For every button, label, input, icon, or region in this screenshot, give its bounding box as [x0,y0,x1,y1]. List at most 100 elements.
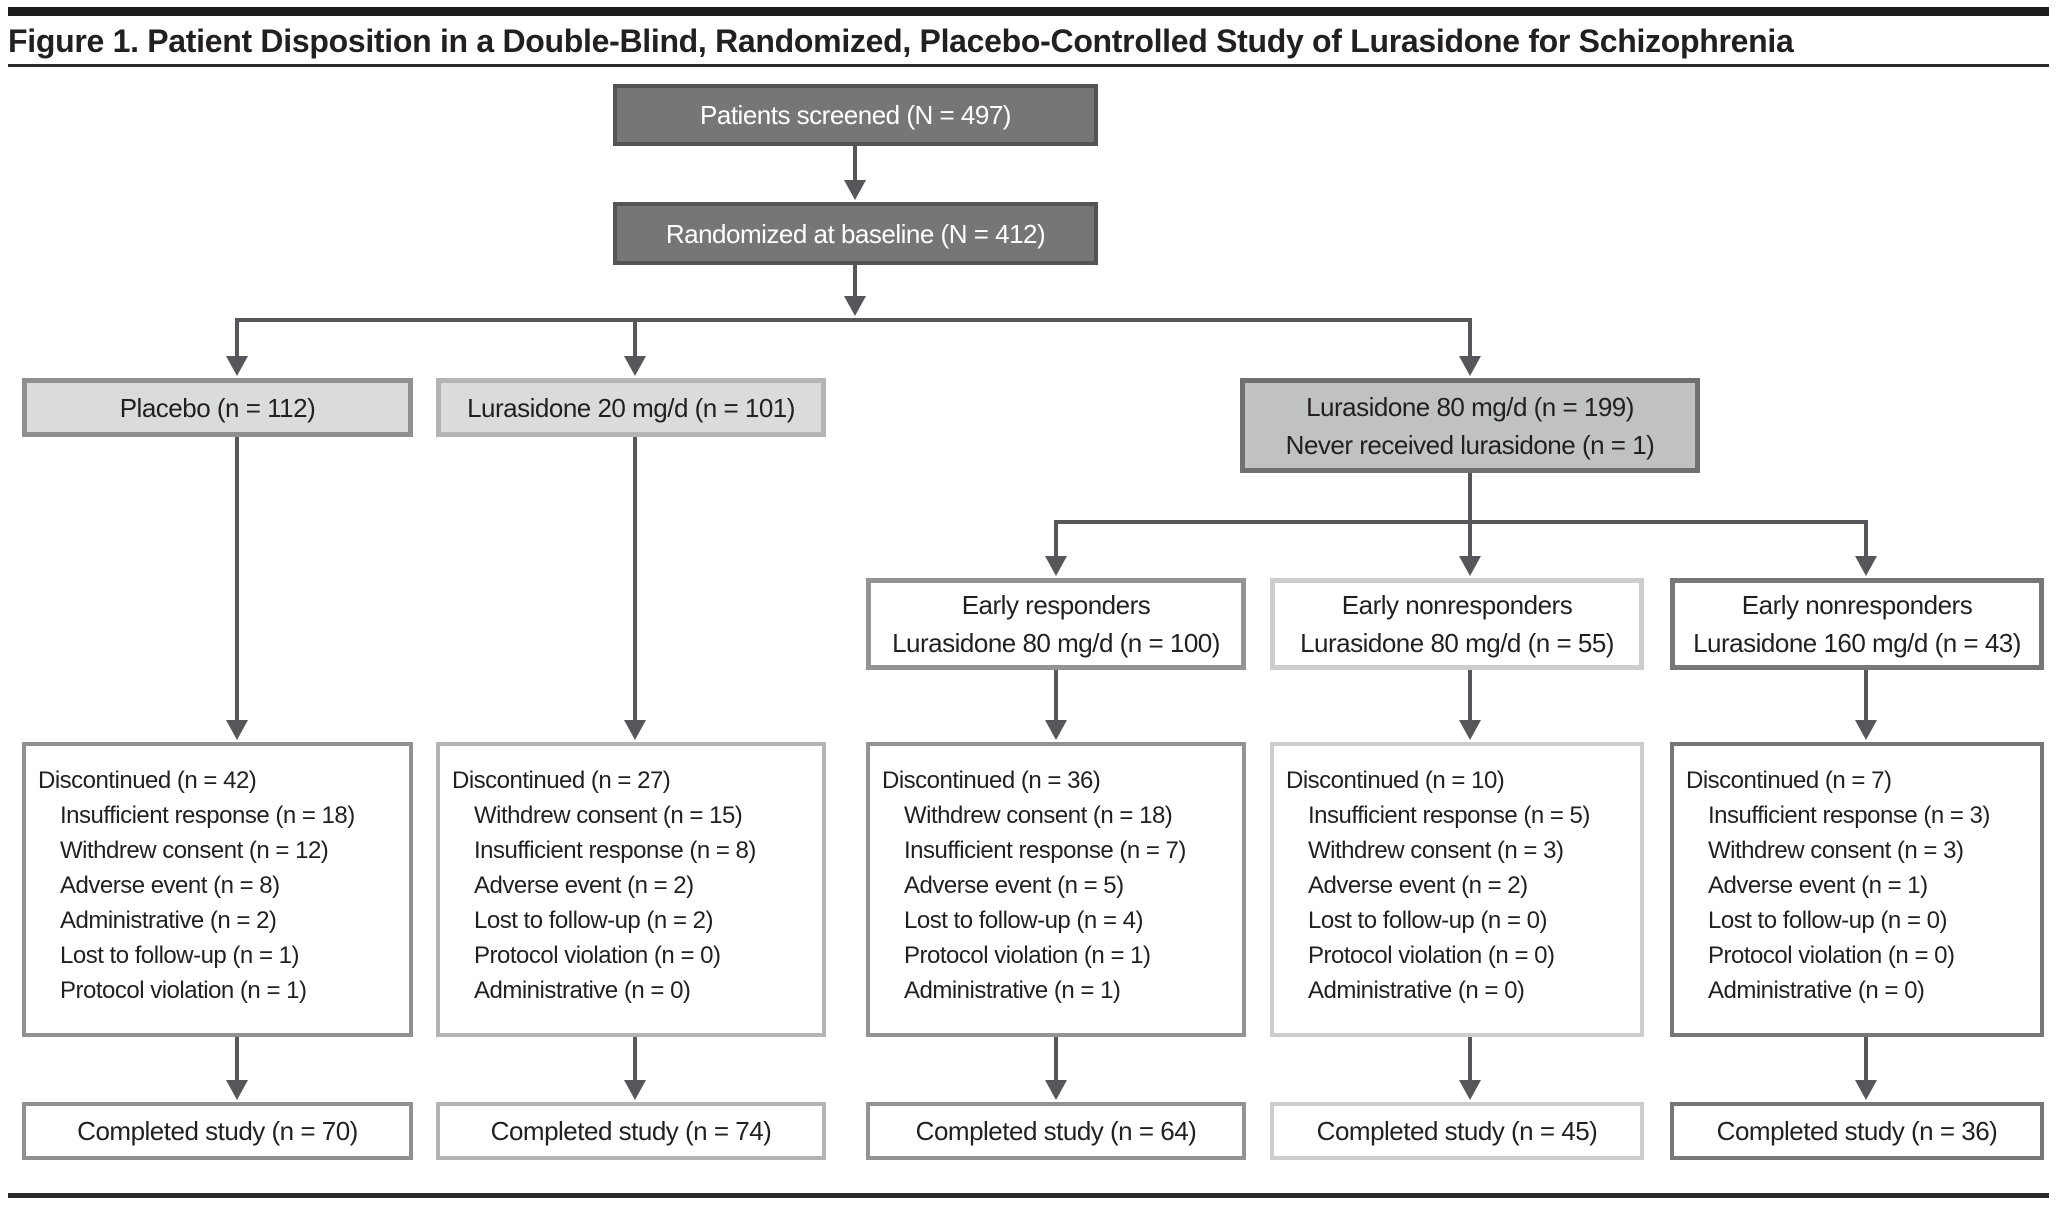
connector-randomized-to-branch [853,265,857,296]
arm-lurasidone-80-line1: Lurasidone 80 mg/d (n = 199) [1306,391,1634,422]
box-randomized: Randomized at baseline (N = 412) [613,202,1098,265]
discontinued-4-item: Protocol violation (n = 0) [1308,942,1555,969]
discontinued-4-item: Withdrew consent (n = 3) [1308,837,1564,864]
figure-title: Figure 1. Patient Disposition in a Doubl… [8,23,1794,59]
connector-screened-to-randomized [853,146,857,180]
top-bar [8,7,2049,16]
discontinued-5-item: Adverse event (n = 1) [1708,872,1928,899]
discontinued-2-item: Withdrew consent (n = 15) [474,802,743,829]
box-discontinued-early-nonresponders-80: Discontinued (n = 10) Insufficient respo… [1270,742,1644,1037]
subgroup-3-line1: Early nonresponders [1741,590,1973,620]
branch-line-subgroups [1054,520,1868,524]
arrowhead-randomized-to-branch [844,296,866,316]
arrowhead-subgroup3-to-discontinued [1855,720,1877,740]
connector-discontinued1-to-completed [235,1037,239,1080]
box-completed-placebo: Completed study (n = 70) [22,1102,413,1160]
discontinued-1-item: Adverse event (n = 8) [60,872,280,899]
discontinued-4-item: Adverse event (n = 2) [1308,872,1528,899]
box-patients-screened: Patients screened (N = 497) [613,84,1098,146]
subgroup-3-line2: Lurasidone 160 mg/d (n = 43) [1693,628,2021,658]
arrowhead-lurasidone-20-to-discontinued [624,720,646,740]
completed-5-label: Completed study (n = 36) [1716,1116,1998,1146]
branch-line-arms [235,318,1472,322]
connector-branch-to-lurasidone-20 [633,322,637,356]
connector-discontinued5-to-completed [1864,1037,1868,1080]
connector-branch-to-early-nonresponders-80 [1468,524,1472,556]
arrowhead-placebo-to-discontinued [226,720,248,740]
connector-discontinued2-to-completed [633,1037,637,1080]
discontinued-5-item: Withdrew consent (n = 3) [1708,837,1964,864]
discontinued-3-item: Adverse event (n = 5) [904,872,1124,899]
box-completed-early-nonresponders-80: Completed study (n = 45) [1270,1102,1644,1160]
connector-discontinued4-to-completed [1468,1037,1472,1080]
arrowhead-branch-to-early-nonresponders-160 [1855,556,1877,576]
box-completed-early-responders-80: Completed study (n = 64) [866,1102,1246,1160]
arrowhead-branch-to-placebo [226,356,248,376]
subgroup-2-line2: Lurasidone 80 mg/d (n = 55) [1300,628,1614,658]
discontinued-3-item: Insufficient response (n = 7) [904,837,1186,864]
discontinued-3-item: Administrative (n = 1) [904,977,1121,1004]
arrowhead-discontinued3-to-completed [1045,1080,1067,1100]
discontinued-5-item: Lost to follow-up (n = 0) [1708,907,1947,934]
arrowhead-discontinued2-to-completed [624,1080,646,1100]
connector-discontinued3-to-completed [1054,1037,1058,1080]
arrowhead-discontinued5-to-completed [1855,1080,1877,1100]
discontinued-1-item: Administrative (n = 2) [60,907,277,934]
box-subgroup-early-nonresponders-160: Early nonresponders Lurasidone 160 mg/d … [1670,578,2044,670]
arm-lurasidone-20-label: Lurasidone 20 mg/d (n = 101) [467,392,795,423]
discontinued-2-item: Protocol violation (n = 0) [474,942,721,969]
discontinued-1-header: Discontinued (n = 42) [38,767,257,794]
arrowhead-screened-to-randomized [844,180,866,200]
arm-placebo-label: Placebo (n = 112) [119,392,316,423]
arrowhead-branch-to-early-nonresponders-80 [1459,556,1481,576]
arrowhead-subgroup2-to-discontinued [1459,720,1481,740]
discontinued-2-item: Adverse event (n = 2) [474,872,694,899]
arm-lurasidone-80-line2: Never received lurasidone (n = 1) [1285,429,1655,460]
connector-branch-to-lurasidone-80 [1468,322,1472,356]
connector-placebo-to-discontinued [235,437,239,720]
connector-subgroup1-to-discontinued [1054,670,1058,720]
arrowhead-discontinued1-to-completed [226,1080,248,1100]
connector-branch-to-early-nonresponders-160 [1864,524,1868,556]
discontinued-4-header: Discontinued (n = 10) [1286,767,1505,794]
box-arm-lurasidone-20: Lurasidone 20 mg/d (n = 101) [436,378,826,437]
discontinued-5-item: Administrative (n = 0) [1708,977,1925,1004]
discontinued-1-item: Withdrew consent (n = 12) [60,837,329,864]
completed-3-label: Completed study (n = 64) [915,1116,1197,1146]
arrowhead-subgroup1-to-discontinued [1045,720,1067,740]
discontinued-2-header: Discontinued (n = 27) [452,767,671,794]
discontinued-1-item: Lost to follow-up (n = 1) [60,942,299,969]
connector-lurasidone-20-to-discontinued [633,437,637,720]
arrowhead-branch-to-lurasidone-20 [624,356,646,376]
arrowhead-discontinued4-to-completed [1459,1080,1481,1100]
discontinued-1-item: Protocol violation (n = 1) [60,977,307,1004]
discontinued-3-item: Protocol violation (n = 1) [904,942,1151,969]
bottom-rule [8,1193,2049,1198]
discontinued-4-item: Administrative (n = 0) [1308,977,1525,1004]
discontinued-5-item: Insufficient response (n = 3) [1708,802,1990,829]
discontinued-5-header: Discontinued (n = 7) [1686,767,1892,794]
box-subgroup-early-responders-80: Early responders Lurasidone 80 mg/d (n =… [866,578,1246,670]
box-completed-early-nonresponders-160: Completed study (n = 36) [1670,1102,2044,1160]
completed-2-label: Completed study (n = 74) [490,1116,772,1146]
completed-1-label: Completed study (n = 70) [77,1116,358,1146]
discontinued-2-item: Lost to follow-up (n = 2) [474,907,713,934]
discontinued-4-item: Insufficient response (n = 5) [1308,802,1590,829]
randomized-label: Randomized at baseline (N = 412) [665,218,1046,249]
arrowhead-branch-to-lurasidone-80 [1459,356,1481,376]
arrowhead-branch-to-early-responders [1045,556,1067,576]
box-discontinued-lurasidone-20: Discontinued (n = 27) Withdrew consent (… [436,742,826,1037]
discontinued-3-item: Lost to follow-up (n = 4) [904,907,1143,934]
subgroup-1-line2: Lurasidone 80 mg/d (n = 100) [892,628,1220,658]
connector-branch-to-early-responders [1054,524,1058,556]
discontinued-3-header: Discontinued (n = 36) [882,767,1101,794]
patients-screened-label: Patients screened (N = 497) [700,100,1011,130]
connector-subgroup2-to-discontinued [1468,670,1472,720]
completed-4-label: Completed study (n = 45) [1316,1116,1598,1146]
discontinued-3-item: Withdrew consent (n = 18) [904,802,1173,829]
discontinued-2-item: Administrative (n = 0) [474,977,691,1004]
discontinued-2-item: Insufficient response (n = 8) [474,837,756,864]
box-discontinued-early-responders-80: Discontinued (n = 36) Withdrew consent (… [866,742,1246,1037]
box-discontinued-placebo: Discontinued (n = 42) Insufficient respo… [22,742,413,1037]
